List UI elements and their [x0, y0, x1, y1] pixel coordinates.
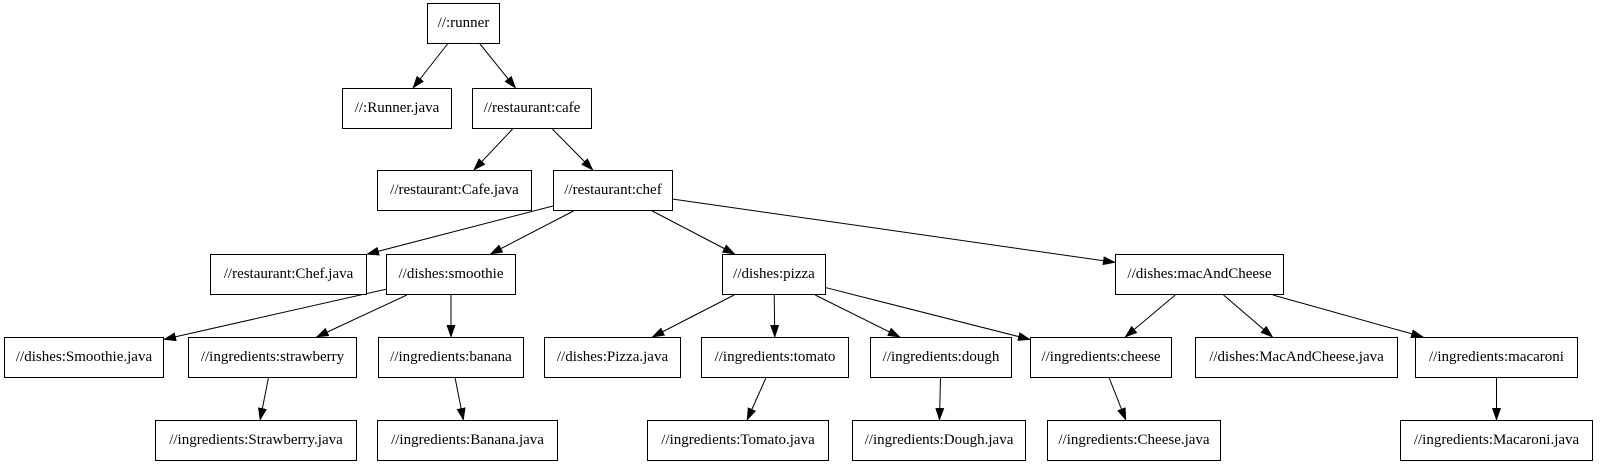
graph-node-chef_java: //restaurant:Chef.java [210, 254, 367, 295]
edge-smoothie-smoothie_java [163, 288, 387, 342]
edge-macandcheese-macaroni [1272, 294, 1425, 339]
edge-cafe-cafe_java [473, 128, 513, 171]
graph-node-cafe: //restaurant:cafe [472, 88, 592, 129]
graph-node-cheese: //ingredients:cheese [1030, 337, 1172, 378]
graph-node-tomato: //ingredients:tomato [701, 337, 849, 378]
graph-node-cheese_java: //ingredients:Cheese.java [1047, 420, 1221, 461]
edge-macandcheese-cheese [1124, 294, 1176, 338]
graph-node-smoothie_java: //dishes:Smoothie.java [4, 337, 164, 378]
edge-pizza-dough [814, 294, 901, 338]
edge-chef-macandcheese [672, 198, 1116, 266]
edge-tomato-tomato_java [746, 377, 767, 421]
edge-chef-smoothie [489, 210, 574, 255]
graph-node-runner: //:runner [427, 3, 500, 44]
edge-cheese-cheese_java [1108, 377, 1127, 421]
edge-pizza-pizza_java [651, 294, 735, 338]
edge-pizza-cheese [825, 287, 1031, 341]
graph-node-macandcheese: //dishes:macAndCheese [1115, 254, 1284, 295]
edge-dough-dough_java [935, 377, 945, 421]
graph-node-strawberry: //ingredients:strawberry [188, 337, 357, 378]
edge-runner-runner_java [412, 43, 448, 89]
graph-node-dough: //ingredients:dough [870, 337, 1012, 378]
graph-node-banana_java: //ingredients:Banana.java [377, 420, 558, 461]
edge-group [163, 43, 1501, 421]
graph-node-dough_java: //ingredients:Dough.java [852, 420, 1026, 461]
edge-runner-cafe [479, 43, 517, 89]
graph-node-macaroni_java: //ingredients:Macaroni.java [1400, 420, 1593, 461]
edge-chef-pizza [652, 210, 736, 255]
graph-node-tomato_java: //ingredients:Tomato.java [647, 420, 829, 461]
graph-node-chef: //restaurant:chef [553, 170, 673, 211]
graph-node-macandcheese_java: //dishes:MacAndCheese.java [1195, 337, 1398, 378]
edge-cafe-chef [551, 128, 594, 171]
graph-node-cafe_java: //restaurant:Cafe.java [377, 170, 532, 211]
graph-node-pizza: //dishes:pizza [722, 254, 826, 295]
graph-node-smoothie: //dishes:smoothie [386, 254, 516, 295]
edge-strawberry-strawberry_java [258, 377, 269, 421]
edge-macandcheese-macandcheese_java [1223, 294, 1274, 338]
graph-node-runner_java: //:Runner.java [342, 88, 452, 129]
graph-node-strawberry_java: //ingredients:Strawberry.java [155, 420, 357, 461]
graph-node-pizza_java: //dishes:Pizza.java [544, 337, 681, 378]
graph-node-macaroni: //ingredients:macaroni [1415, 337, 1578, 378]
edge-chef-chef_java [366, 205, 554, 256]
graph-node-banana: //ingredients:banana [378, 337, 524, 378]
edge-banana-banana_java [454, 377, 466, 421]
edge-smoothie-strawberry [315, 294, 408, 338]
edge-pizza-tomato [770, 294, 780, 338]
